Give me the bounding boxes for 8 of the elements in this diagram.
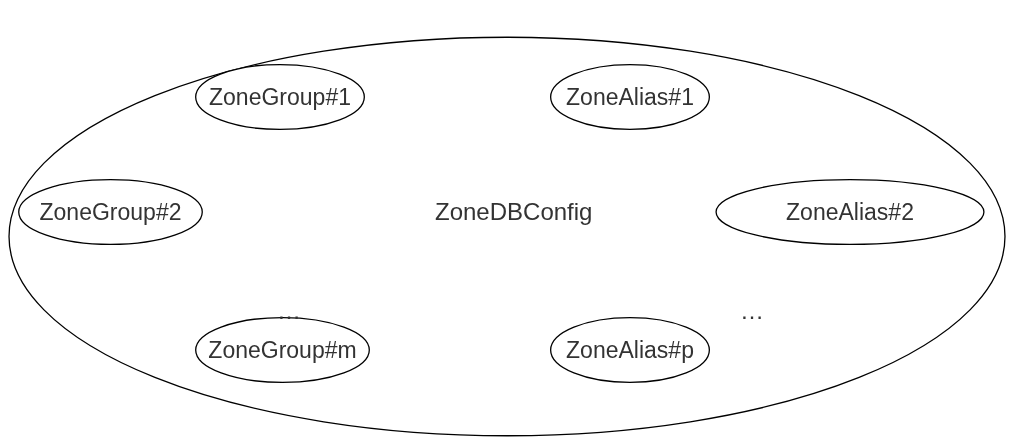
node-title: ZoneDBConfig [435, 197, 593, 227]
node-label: ZoneAlias#1 [566, 82, 694, 112]
node-label: ZoneGroup#2 [39, 197, 182, 227]
node-label: ZoneAlias#2 [786, 197, 914, 227]
ellipsis-label: … [740, 299, 764, 323]
node-label: ZoneGroup#m [208, 335, 357, 365]
node-label: ZoneAlias#p [566, 335, 694, 365]
node-label: ZoneGroup#1 [209, 82, 351, 112]
